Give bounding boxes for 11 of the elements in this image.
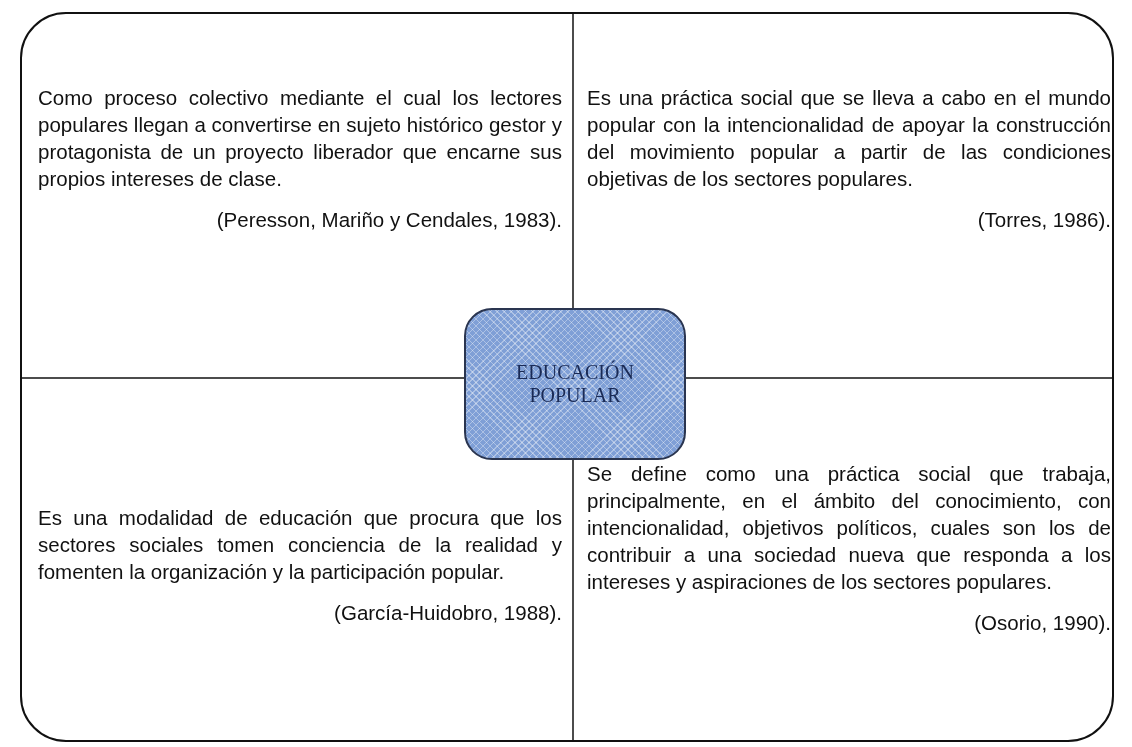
citation: (Peresson, Mariño y Cendales, 1983). bbox=[215, 207, 562, 233]
definition-text: Se define como una práctica social que trabaja, principalmente, en el ámbito del conocimiento, con intencionalidad, objetivos políticos, cuales son los de contribuir a una sociedad nueva que responda a los intereses y aspiraciones de los sectores populares. bbox=[587, 461, 1111, 595]
definition-text: Es una modalidad de educación que procura que los sectores sociales tomen conciencia de la realidad y fomenten la organización y la participación popular. bbox=[38, 505, 562, 585]
center-title: EDUCACIÓN POPULAR bbox=[515, 361, 635, 407]
center-box bbox=[464, 308, 686, 460]
definition-text: Es una práctica social que se lleva a cabo en el mundo popular con la intencionalidad de apoyar la construcción del movimiento popular a partir de las condiciones objetivas de los sectores populares. bbox=[587, 85, 1111, 192]
citation: (García-Huidobro, 1988). bbox=[333, 600, 562, 626]
definition-text: Como proceso colectivo mediante el cual los lectores populares llegan a convertirse en sujeto histórico gestor y protagonista de un proyecto liberador que encarne sus propios intereses de clase. bbox=[38, 85, 562, 192]
outer-frame bbox=[20, 12, 1114, 742]
citation: (Torres, 1986). bbox=[976, 207, 1111, 233]
citation: (Osorio, 1990). bbox=[973, 610, 1111, 636]
